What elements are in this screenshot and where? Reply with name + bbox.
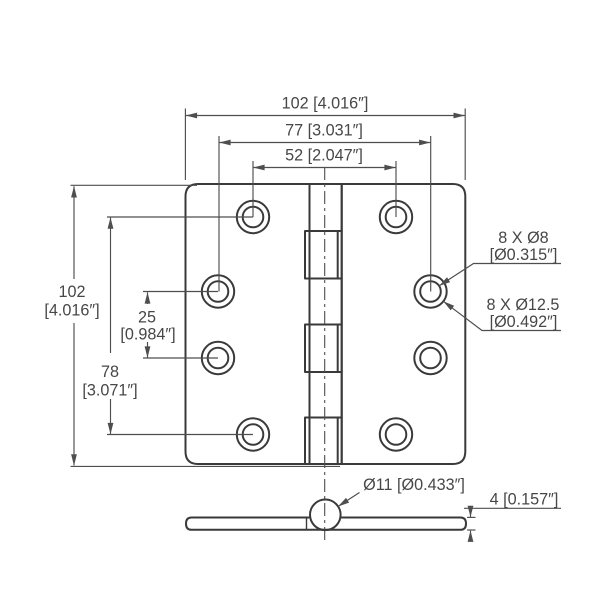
leader-lines [337,262,561,507]
dimension-labels: 102 [4.016″] 77 [3.031″] 52 [2.047″] 102… [44,95,559,509]
knuckle-barrel-circle [309,498,342,532]
countersink-circle [413,340,448,376]
hole-row-span-label-in: [3.071″] [82,382,137,400]
knuckle-dia-label: Ø11 [Ø0.433″] [363,476,465,494]
mid-holes-width-label: 77 [3.031″] [285,122,363,140]
extension-lines [70,108,476,531]
leader-screw-hole [438,262,561,287]
screw-hole [378,417,414,452]
right-leaf [340,183,467,465]
screw-hole [413,340,448,376]
hole-row-span-label-mm: 78 [101,363,119,381]
screw-hole-callout-label: 8 X Ø8 [498,229,548,247]
countersink-callout-label-in: [Ø0.492″] [490,313,558,331]
top-holes-width-label: 52 [2.047″] [285,147,363,165]
hinge-profile-view [185,498,467,532]
hole-row-gap-label-in: [0.984″] [120,326,175,344]
screw-hole-circle [419,346,442,370]
knuckle-segment [304,416,339,465]
leader-knuckle-dia [337,492,360,507]
overall-height-label-in: [4.016″] [44,302,99,320]
countersink-callout-label: 8 X Ø12.5 [487,296,560,314]
overall-height-label-mm: 102 [58,283,85,301]
leaf-thickness-label: 4 [0.157″] [490,491,559,509]
text-backing [118,304,180,342]
knuckle-segment [304,323,339,373]
text-backing [80,353,140,399]
screw-hole-circle [384,423,408,446]
countersink-circle [378,417,414,452]
screw-hole-callout-label-in: [Ø0.315″] [490,246,558,264]
text-backings [46,279,180,399]
leaf-profile-bar [185,516,467,531]
hole-row-gap-label-mm: 25 [138,309,156,327]
knuckle-segment [304,230,339,280]
text-backing [46,279,100,323]
overall-width-label: 102 [4.016″] [282,95,369,113]
leader-countersink [443,300,561,332]
